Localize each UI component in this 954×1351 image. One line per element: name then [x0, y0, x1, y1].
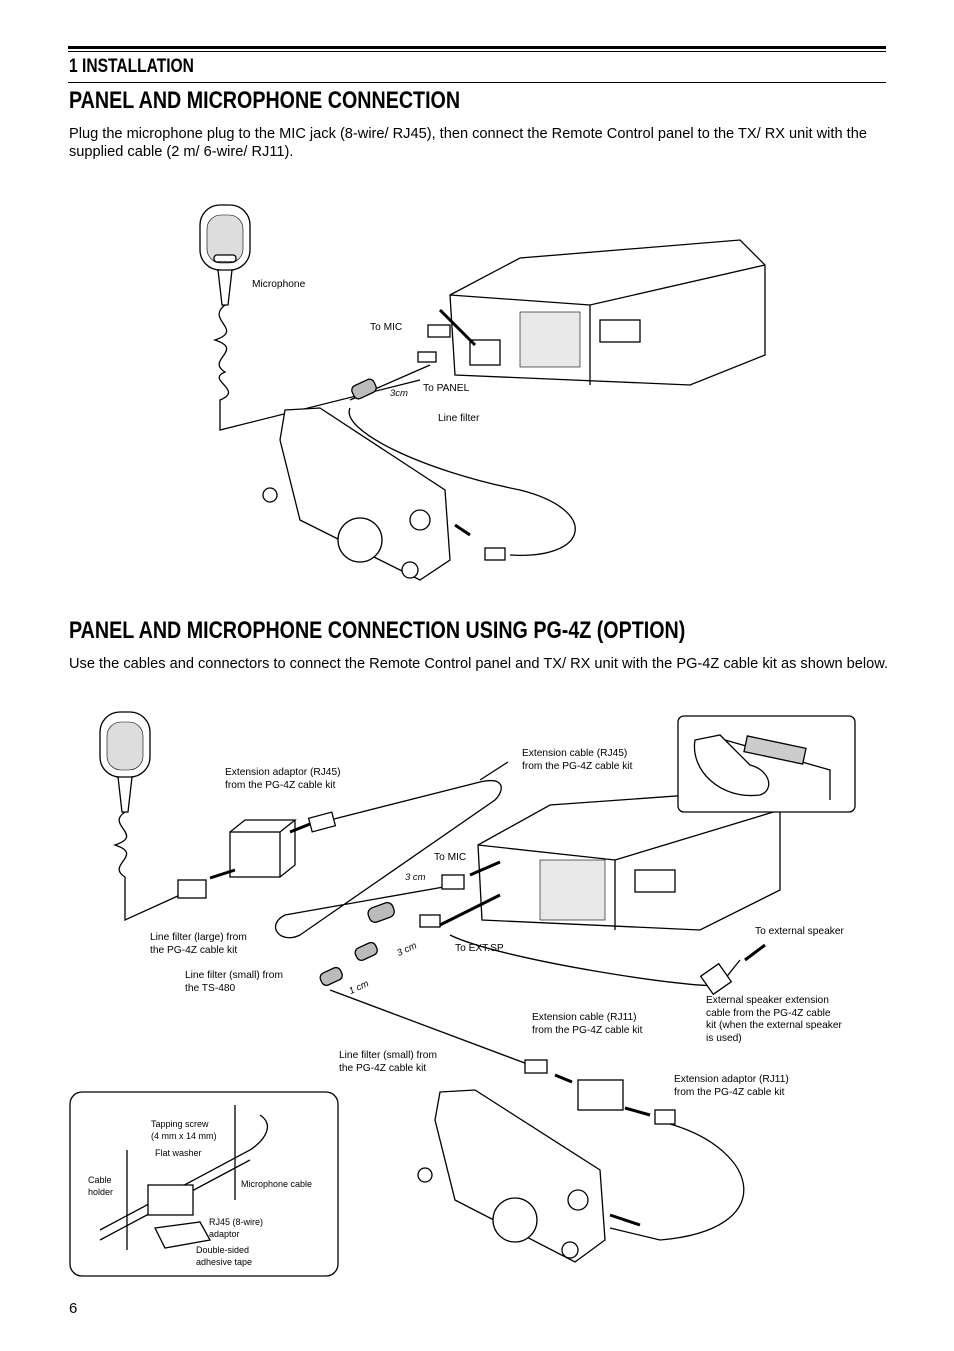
- heading-pg4z-connection: PANEL AND MICROPHONE CONNECTION USING PG…: [69, 617, 686, 644]
- label-rj45-adaptor: RJ45 (8-wire)adaptor: [209, 1217, 264, 1239]
- section-rule: [68, 82, 886, 83]
- microphone-illustration-2: [99, 711, 207, 922]
- label-3cm-a: 3 cm: [405, 872, 426, 883]
- label-ext-adaptor-rj11: Extension adaptor (RJ11)from the PG-4Z c…: [674, 1074, 789, 1098]
- label-microphone: Microphone: [252, 279, 306, 290]
- page-number: 6: [69, 1300, 78, 1317]
- paragraph-panel-connection: Plug the microphone plug to the MIC jack…: [69, 126, 867, 160]
- header-rule-thin: [68, 51, 886, 52]
- remote-panel-illustration-2: [417, 1089, 606, 1263]
- mounting-inset-illustration: [69, 1091, 339, 1277]
- remote-panel-illustration: [262, 308, 576, 581]
- label-to-mic: To MIC: [370, 322, 403, 333]
- label-line-filter: Line filter: [438, 413, 480, 424]
- label-tapping-screw: Tapping screw(4 mm x 14 mm): [151, 1119, 217, 1141]
- label-to-external-speaker: To external speaker: [755, 926, 844, 937]
- heading-panel-connection: PANEL AND MICROPHONE CONNECTION: [69, 87, 461, 114]
- label-microphone-cable: Microphone cable: [241, 1179, 313, 1189]
- label-distance: 3cm: [390, 388, 408, 399]
- label-ext-cable-rj11: Extension cable (RJ11)from the PG-4Z cab…: [532, 1012, 643, 1036]
- kenwood-front-inset: [677, 715, 856, 813]
- label-ext-cable-rj45: Extension cable (RJ45)from the PG-4Z cab…: [522, 748, 633, 772]
- extension-cable-rj45: [274, 779, 502, 939]
- header-rule: [68, 46, 886, 49]
- txrx-unit-illustration-2: [477, 789, 781, 931]
- txrx-unit-illustration: [449, 239, 766, 386]
- section-title: 1 INSTALLATION: [69, 56, 194, 77]
- label-flat-washer: Flat washer: [155, 1148, 202, 1158]
- extension-cable-rj11: [329, 989, 531, 1066]
- label-to-ext-sp: To EXT.SP: [455, 943, 504, 954]
- paragraph-pg4z-connection: Use the cables and connectors to connect…: [69, 656, 889, 672]
- label-to-mic-2: To MIC: [434, 852, 467, 863]
- label-to-panel: To PANEL: [423, 383, 470, 394]
- label-ext-adaptor-rj45: Extension adaptor (RJ45)from the PG-4Z c…: [225, 767, 341, 791]
- rj45-adaptor-illustration: [209, 819, 316, 880]
- microphone-illustration: [199, 204, 421, 431]
